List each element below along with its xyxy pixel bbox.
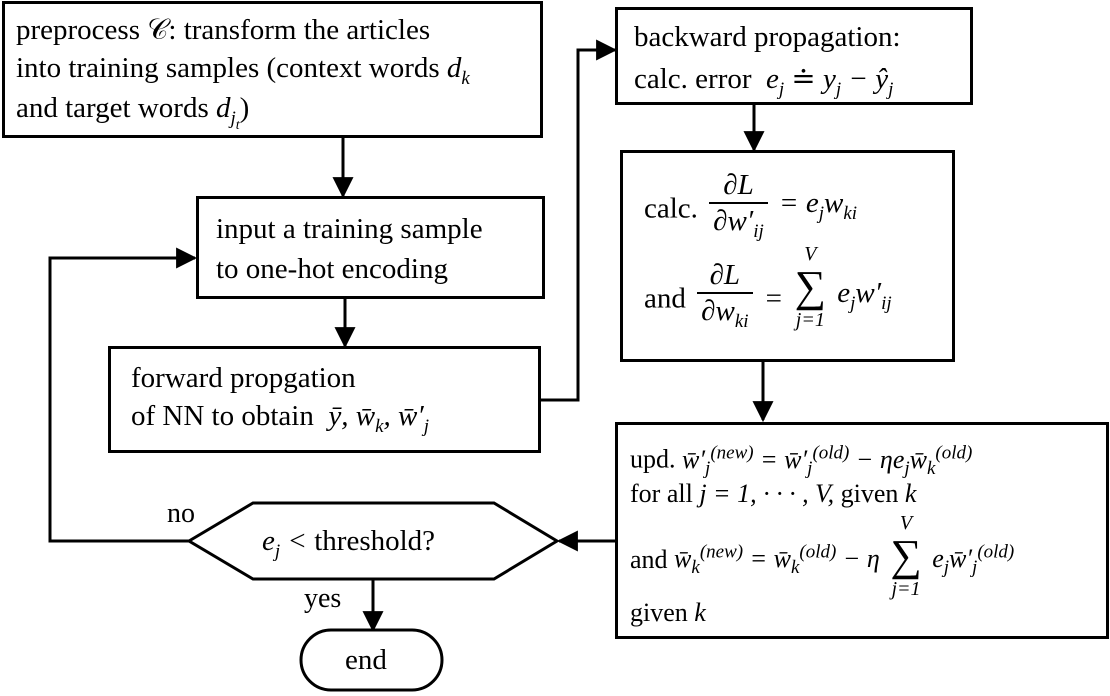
edge-label-yes: yes [304,583,342,614]
update-line3: and w̄k(new) = w̄k(old) − η V∑j=1 ejw̄′j… [630,512,1015,600]
update-sum: V∑j=1 [890,512,922,600]
update-given-k-2: k [694,598,706,627]
preprocess-close-paren: ) [239,92,250,124]
preprocess-line3: and target words djt) [16,91,249,143]
edge-forward-backward [541,39,618,402]
gradient-sum-lower: j=1 [795,309,825,332]
preprocess-target-sub: j [230,107,236,129]
backward-line1: backward propagation: [634,21,901,53]
update-upd-label: upd. [630,444,676,474]
gradients-node [620,150,955,362]
gradient-w-equals: = [763,282,784,315]
end-node-shape [299,628,444,692]
update-w-lhs: w̄k(new) = w̄k(old) − η [674,541,880,578]
update-given-label: given [840,479,899,508]
backward-node [615,7,973,105]
preprocess-context-sub: k [461,67,470,89]
gradients-line2: and ∂L∂wki = V∑j=1 ejw′ij [644,243,892,339]
input-line1: input a training sample [216,213,483,245]
update-sum-upper: V [899,512,913,534]
decision-math: ej < [262,525,307,562]
gradient-wprime-fraction: ∂L∂w′ij [709,168,768,249]
edge-decision-no-input [48,247,198,543]
backward-line2: calc. error ej ≐ yj − ŷj [634,62,893,107]
gradient-sum-upper: V [804,243,817,266]
end-text: end [345,644,387,676]
backward-error-math: ej ≐ yj − ŷj [758,63,894,100]
input-node [196,196,545,299]
decision-node-shape [186,501,560,581]
update-given-k: k [904,479,917,508]
update-w-rhs: ejw̄′j(old) [932,541,1015,578]
preprocess-line2: into training samples (context words dk [16,51,470,96]
forward-outputs-math: ȳ, w̄k, w̄′j [321,400,429,437]
gradient-w-rhs: ejw′ij [837,277,892,314]
decision-threshold-label: threshold? [314,525,436,557]
decision-text: ej < threshold? [262,524,435,569]
update-sum-lower: j=1 [891,578,921,600]
update-and-label: and [630,545,668,574]
backward-line2-text: calc. error [634,63,752,95]
forward-line2-text: of NN to obtain [131,400,314,432]
forward-line2: of NN to obtain ȳ, w̄k, w̄′j [131,399,429,444]
update-line2: for all j = 1, · · · , V, given k [630,477,916,511]
update-forall-math: j = 1, · · · , V, [699,479,835,508]
preprocess-line2-text: into training samples (context words [16,52,440,84]
forward-line1: forward propgation [131,362,356,394]
preprocess-line3-text: and target words [16,92,209,124]
edge-label-no: no [167,498,195,529]
gradient-w-fraction: ∂L∂wki [697,258,753,339]
update-forall-label: for all [630,479,693,508]
gradients-calc-label: calc. [644,192,698,225]
input-line2: to one-hot encoding [216,253,448,285]
preprocess-target-var: d [216,92,231,124]
gradients-line1: calc. ∂L∂w′ij = ejwki [644,168,857,249]
preprocess-line1: preprocess 𝒞: transform the articles [16,14,431,46]
update-line1: upd. w̄′j(new) = w̄′j(old) − ηejw̄k(old) [630,436,972,486]
gradient-wprime-rhs: = ejwki [779,187,858,224]
preprocess-target-subsub: t [235,117,240,133]
update-wprime-math: w̄′j(new) = w̄′j(old) − ηejw̄k(old) [682,442,973,479]
update-given-label-2: given [630,598,688,627]
forward-node [108,346,541,453]
update-node [615,422,1109,639]
preprocess-node [2,1,543,138]
gradients-and-label: and [644,282,686,315]
gradient-sum: V∑j=1 [794,243,826,332]
preprocess-context-var: d [446,52,462,84]
update-line4: given k [630,596,706,630]
